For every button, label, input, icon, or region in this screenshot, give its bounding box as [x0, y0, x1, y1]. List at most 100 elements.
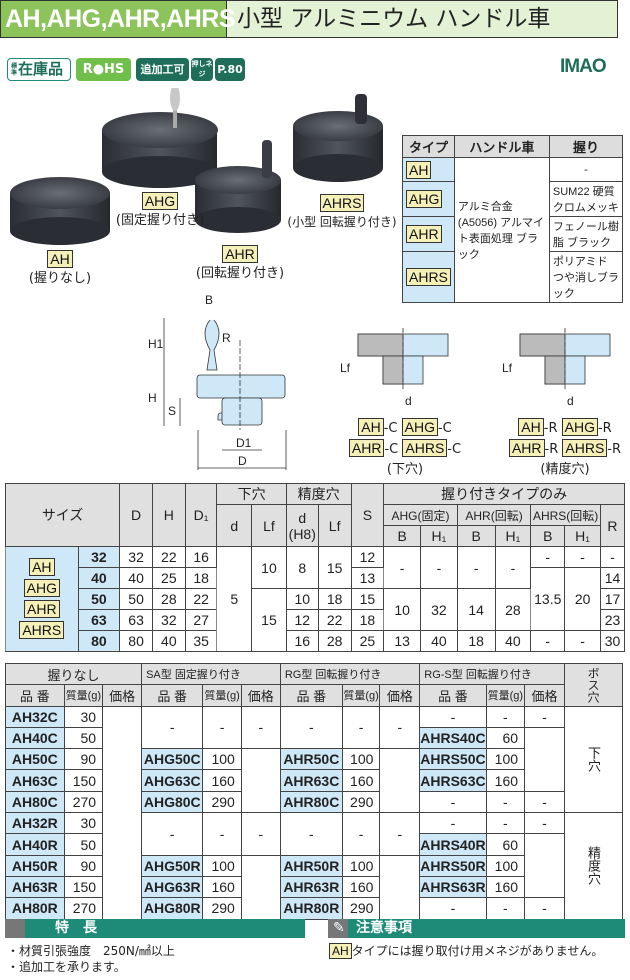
spec-cell: 18: [317, 588, 352, 610]
spec-cell: 63: [119, 609, 153, 631]
hdr-size: サイズ: [4, 483, 121, 547]
label-ahrs: AHRS(小型 回転握り付き): [287, 194, 397, 229]
hdr-grip-only: 握り付きタイプのみ: [383, 483, 625, 505]
grip-ahr: フェノール樹脂 ブラック: [548, 216, 624, 252]
dim-d: D: [238, 454, 247, 468]
page-ref-badge[interactable]: P.80: [215, 58, 245, 81]
spec-cell: 17: [599, 588, 626, 610]
dimension-drawings: B H1 R H S D1 D Lf d Lf d: [148, 293, 611, 470]
parts-cell: 290: [341, 897, 381, 920]
spec-cell: 16: [285, 630, 319, 652]
spec-cell: 23: [599, 609, 626, 631]
parts-cell: AHG80C: [141, 790, 204, 814]
spec-cell: -: [564, 546, 601, 568]
spec-cell: 22: [184, 588, 218, 610]
parts-cell: AH63R: [5, 875, 65, 899]
spec-cell: 32: [151, 609, 186, 631]
group-rg: RG型 回転握り付き: [279, 662, 421, 686]
parts-cell: 60: [485, 726, 526, 750]
parts-cell: -: [141, 812, 204, 856]
parts-cell: AH50R: [5, 854, 65, 877]
parts-cell: AH40C: [5, 726, 65, 750]
spec-cell: 50: [119, 588, 153, 610]
spec-cell: 30: [599, 630, 626, 652]
parts-cell: 30: [63, 812, 104, 835]
dim-d-precision: d: [567, 394, 574, 408]
parts-cell: AHR63R: [279, 875, 343, 899]
parts-cell: 160: [341, 769, 381, 792]
parts-cell: AHR63C: [279, 769, 343, 792]
cautions-header: ✎注意事項: [328, 919, 625, 938]
hdr-s: S: [350, 483, 385, 547]
hdr-h: H: [151, 483, 186, 547]
spec-cell: 15: [350, 588, 385, 610]
parts-cell: -: [240, 705, 281, 750]
col-code: 品 番: [141, 684, 204, 707]
stock-label: 在庫品: [18, 60, 64, 78]
hdr-b: B: [456, 525, 496, 547]
spec-cell: 40: [151, 630, 186, 652]
ahg-image: [102, 88, 218, 188]
spec-cell: -: [420, 546, 458, 589]
stock-badge: 標準 在庫品: [7, 58, 71, 81]
pencil-icon: ✎: [333, 920, 345, 936]
parts-cell: -: [279, 812, 343, 856]
spec-cell: 15: [251, 588, 287, 652]
parts-cell: [524, 726, 565, 792]
type-ahrs: AHRS: [406, 268, 451, 286]
spec-cell: 35: [184, 630, 218, 652]
parts-cell: -: [240, 812, 281, 856]
spec-cell: 80: [119, 630, 153, 652]
type-tag: AHRS: [19, 621, 65, 639]
spec-cell: -: [383, 546, 422, 589]
parts-cell: 160: [341, 875, 381, 899]
spec-cell: 18: [184, 567, 218, 589]
spec-cell: 13: [350, 567, 385, 589]
parts-cell: -: [485, 705, 526, 728]
hdr-h1: H₁: [564, 525, 601, 547]
spec-cell: 10: [251, 546, 287, 589]
ahr-image: [195, 140, 281, 233]
parts-cell: 290: [202, 790, 242, 814]
title-bar: AH,AHG,AHR,AHRS 小型 アルミニウム ハンドル車: [0, 0, 618, 38]
parts-cell: AHG50R: [141, 854, 204, 877]
stock-small-label: 標準: [10, 62, 17, 77]
parts-cell: -: [202, 812, 242, 856]
dim-h1: H1: [148, 337, 164, 351]
parts-cell: AH32R: [5, 812, 65, 835]
parts-cell: [379, 748, 421, 814]
parts-cell: 30: [63, 705, 104, 728]
parts-cell: 150: [63, 769, 104, 792]
dim-h: H: [148, 391, 157, 405]
parts-cell: [240, 854, 281, 920]
parts-cell: 90: [63, 748, 104, 771]
parts-cell: -: [485, 897, 526, 920]
spec-cell: 20: [564, 567, 601, 631]
type-ah: AH: [406, 160, 432, 179]
type-tag: AH: [29, 558, 55, 576]
col-price: 価格: [102, 684, 143, 707]
parts-cell: [524, 833, 565, 899]
imao-logo: IMAO: [560, 56, 607, 77]
spec-cell: 32: [77, 546, 121, 568]
dim-b: B: [205, 293, 213, 307]
parts-cell: AHRS40R: [419, 833, 487, 856]
parts-cell: 100: [485, 854, 526, 877]
parts-cell: -: [524, 705, 565, 728]
parts-cell: 160: [485, 875, 526, 899]
feature-1: ・材質引張強度 250N/㎟以上: [7, 944, 175, 958]
col-price: 価格: [240, 684, 281, 707]
col-price: 価格: [379, 684, 421, 707]
parts-cell: AHR50C: [279, 748, 343, 771]
spec-cell: 15: [317, 546, 352, 589]
precision-hole-labels: AH-R AHG-R AHR-R AHRS-R (精度穴): [505, 418, 625, 480]
wheel-material: アルミ合金(A5056) アルマイト表面処理 ブラック: [453, 157, 550, 303]
